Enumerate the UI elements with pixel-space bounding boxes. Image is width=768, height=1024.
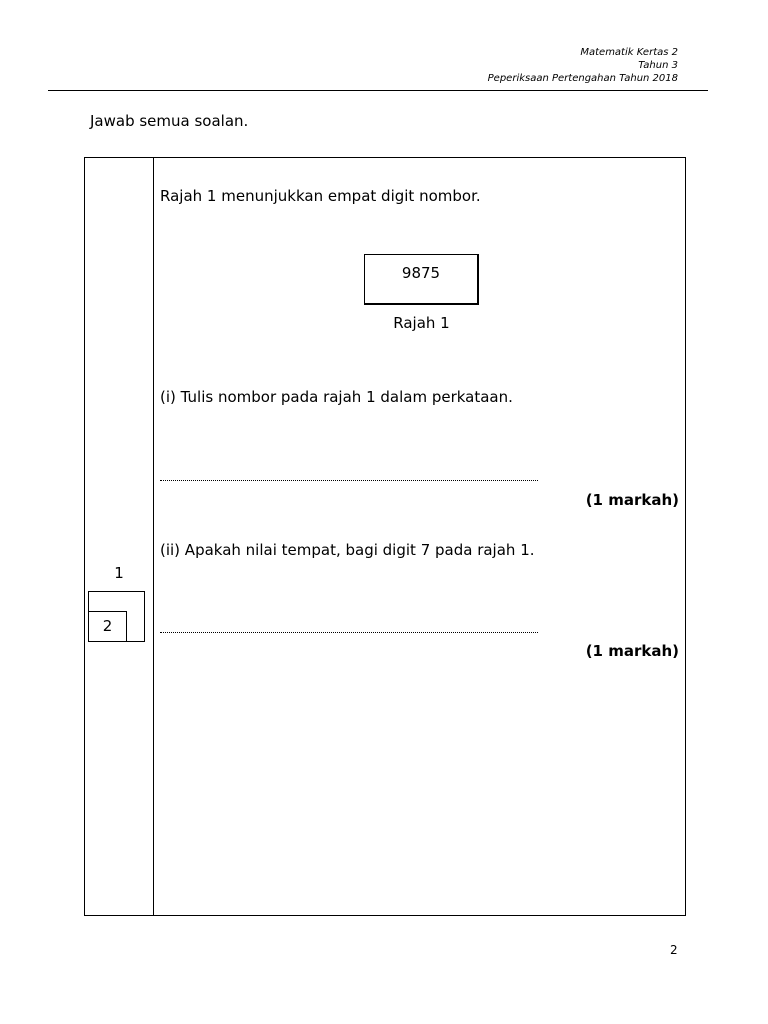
page-header: Matematik Kertas 2 Tahun 3 Peperiksaan P… [488,46,678,85]
header-exam: Peperiksaan Pertengahan Tahun 2018 [487,73,678,84]
question-frame: 1 2 Rajah 1 menunjukkan empat digit nomb… [84,157,686,916]
header-divider [48,90,708,91]
marks-label-part-i: (1 markah) [585,491,679,509]
header-year: Tahun 3 [638,60,678,71]
marks-total: 2 [88,611,127,642]
question-number: 1 [114,564,124,582]
question-content: Rajah 1 menunjukkan empat digit nombor. … [154,158,685,915]
instruction-text: Jawab semua soalan. [90,112,249,130]
answer-line-part-i[interactable] [160,480,538,481]
marks-box: 2 [88,591,145,642]
figure-caption: Rajah 1 [393,314,450,332]
answer-line-part-ii[interactable] [160,632,538,633]
header-subject: Matematik Kertas 2 [580,47,678,58]
figure-value: 9875 [401,264,441,282]
marks-label-part-ii: (1 markah) [585,642,679,660]
question-part-i: (i) Tulis nombor pada rajah 1 dalam perk… [160,388,513,406]
question-number-column: 1 2 [85,158,154,915]
figure-number-box: 9875 [364,254,479,305]
page-number: 2 [670,943,678,957]
question-part-ii: (ii) Apakah nilai tempat, bagi digit 7 p… [160,541,535,559]
question-intro: Rajah 1 menunjukkan empat digit nombor. [160,187,481,205]
